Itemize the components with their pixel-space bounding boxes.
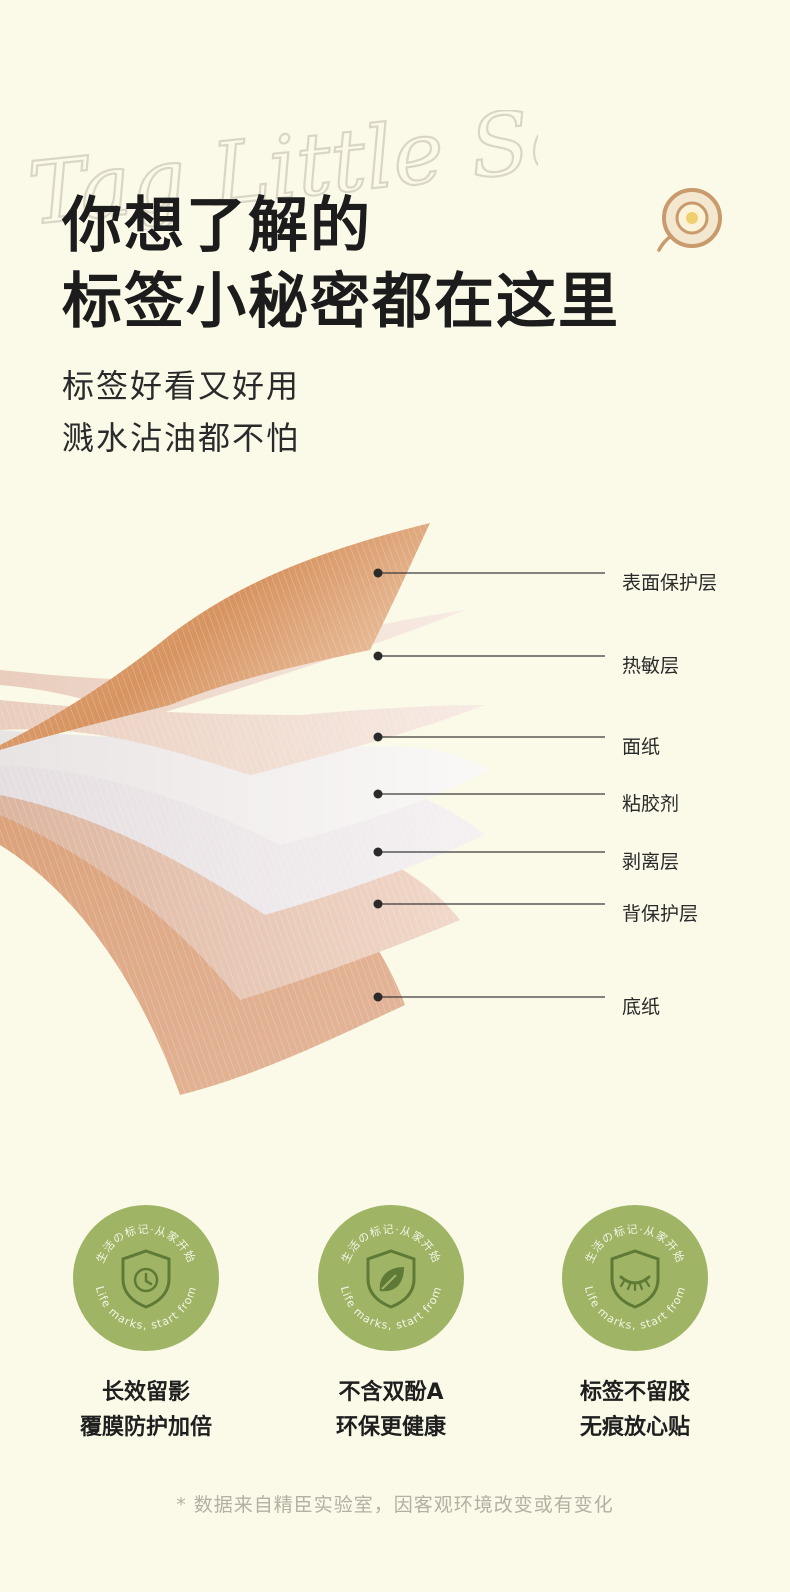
label-layers-illustration xyxy=(0,523,605,1095)
layer-label-release: 剥离层 xyxy=(622,851,680,873)
title-line-1: 你想了解的 xyxy=(62,191,372,261)
subtitle-line-1: 标签好看又好用 xyxy=(62,367,301,405)
feature-bpa-free-line-1: 不含双酚A xyxy=(338,1380,444,1405)
layer-label-thermal: 热敏层 xyxy=(622,655,680,677)
badge-durable: 生活の标记·从家开始 Life marks, start from xyxy=(73,1205,219,1351)
layer-adhesive xyxy=(0,730,490,845)
feature-bpa-free: 不含双酚A 环保更健康 xyxy=(281,1375,501,1445)
feature-durable: 长效留影 覆膜防护加倍 xyxy=(36,1375,256,1445)
footnote: * 数据来自精臣实验室，因客观环境改变或有变化 xyxy=(176,1494,614,1516)
layer-label-back-protect: 背保护层 xyxy=(622,903,699,925)
subtitle: 标签好看又好用 溅水沾油都不怕 xyxy=(62,360,300,464)
closed-eye-shield-icon xyxy=(610,1249,660,1309)
leader-dots xyxy=(373,568,383,1002)
layer-label-face-paper: 面纸 xyxy=(622,736,661,758)
leader-lines xyxy=(378,572,605,998)
feature-bpa-free-line-2: 环保更健康 xyxy=(335,1415,446,1440)
badge-bpa-free: 生活の标记·从家开始 Life marks, start from xyxy=(318,1205,464,1351)
layer-label-adhesive: 粘胶剂 xyxy=(622,793,680,815)
script-watermark: Tag Little Secret xyxy=(23,110,538,230)
feature-durable-line-1: 长效留影 xyxy=(101,1380,190,1405)
layer-label-base-paper: 底纸 xyxy=(622,996,661,1018)
feature-no-residue: 标签不留胶 无痕放心贴 xyxy=(525,1375,745,1445)
tape-roll-icon xyxy=(657,188,722,252)
badge-no-residue: 生活の标记·从家开始 Life marks, start from xyxy=(562,1205,708,1351)
title-line-2: 标签小秘密都在这里 xyxy=(62,267,620,337)
page-title: 你想了解的 标签小秘密都在这里 xyxy=(62,188,620,340)
clock-shield-icon xyxy=(121,1249,171,1309)
feature-no-residue-line-2: 无痕放心贴 xyxy=(579,1415,690,1440)
layer-label-surface-protect: 表面保护层 xyxy=(622,572,718,594)
feature-no-residue-line-1: 标签不留胶 xyxy=(579,1380,690,1405)
subtitle-line-2: 溅水沾油都不怕 xyxy=(62,419,301,457)
leaf-shield-icon xyxy=(366,1249,416,1309)
feature-durable-line-2: 覆膜防护加倍 xyxy=(79,1415,212,1440)
